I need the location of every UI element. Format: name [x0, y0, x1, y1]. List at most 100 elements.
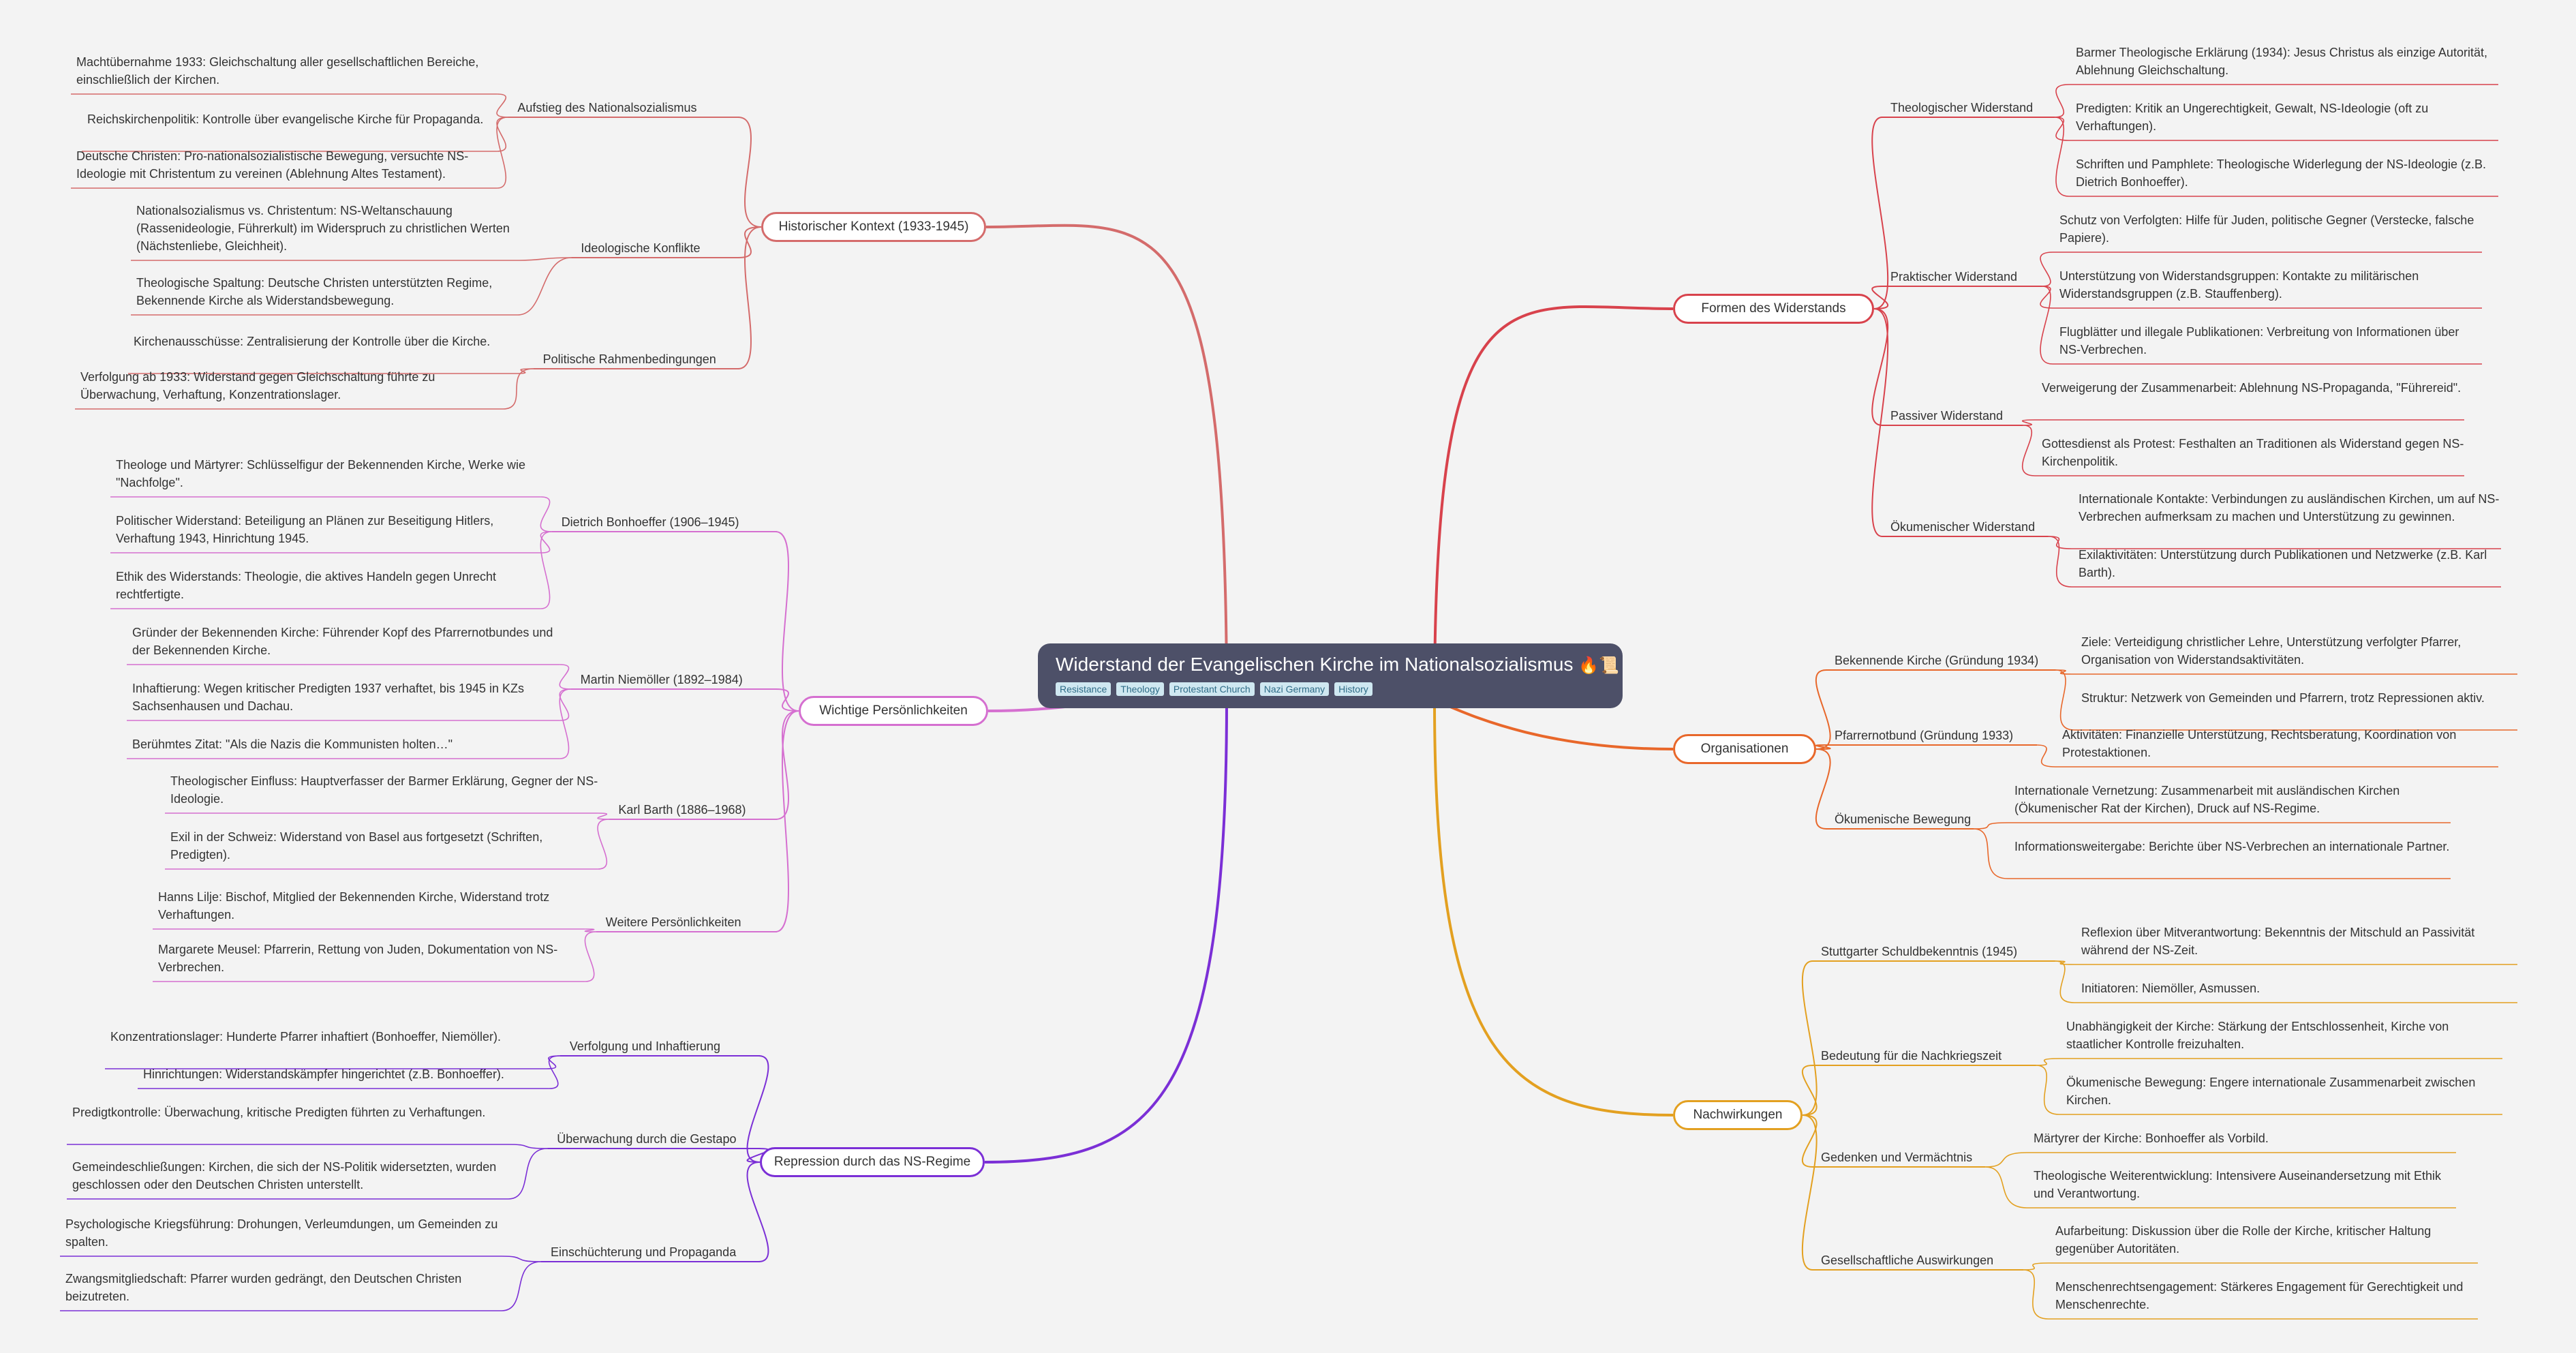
sub-dietrich-bonhoeffer-1906-1945[interactable]: Dietrich Bonhoeffer (1906–1945) [561, 515, 739, 529]
connector-leaf-sub-einschu-chterung-und-propaganda-1 [501, 1261, 542, 1311]
leaf-sub-weitere-perso-nlichkeiten-0[interactable]: Hanns Lilje: Bischof, Mitglied der Beken… [158, 890, 550, 922]
connector-root-repression [984, 701, 1228, 1164]
branch-nachwirkungen[interactable]: Nachwirkungen [1673, 1100, 1803, 1130]
leaf-sub-gedenken-und-verma-chtnis-0[interactable]: Märtyrer der Kirche: Bonhoeffer als Vorb… [2034, 1131, 2269, 1145]
leaf-sub-bedeutung-fu-r-die-nachkriegszeit-1[interactable]: Ökumenische Bewegung: Engere internation… [2066, 1076, 2476, 1107]
connector-leaf-sub-bedeutung-fu-r-die-nachkriegszeit-1 [2036, 1065, 2060, 1115]
leaf-sub-gedenken-und-verma-chtnis-1[interactable]: Theologische Weiterentwicklung: Intensiv… [2034, 1169, 2441, 1200]
leaf-sub-bedeutung-fu-r-die-nachkriegszeit-0[interactable]: Unabhängigkeit der Kirche: Stärkung der … [2066, 1020, 2449, 1051]
sub-aufstieg-des-nationalsozialismus[interactable]: Aufstieg des Nationalsozialismus [517, 101, 697, 115]
central-topic-title: Widerstand der Evangelischen Kirche im N… [1056, 652, 1619, 678]
leaf-sub-theologischer-widerstand-2[interactable]: Schriften und Pamphlete: Theologische Wi… [2076, 157, 2487, 189]
connector-leaf-sub-praktischer-widerstand-2 [2040, 286, 2053, 365]
sub-bedeutung-fu-r-die-nachkriegszeit[interactable]: Bedeutung für die Nachkriegszeit [1821, 1049, 2002, 1063]
sub-gesellschaftliche-auswirkungen[interactable]: Gesellschaftliche Auswirkungen [1821, 1253, 1994, 1267]
leaf-sub-dietrich-bonhoeffer-1906-1945-2[interactable]: Ethik des Widerstands: Theologie, die ak… [116, 570, 496, 601]
connector-sub-passiver-widerstand [1871, 308, 1888, 426]
leaf-sub-praktischer-widerstand-1[interactable]: Unterstützung von Widerstandsgruppen: Ko… [2059, 269, 2419, 301]
leaf-sub-u-berwachung-durch-die-gestapo-0[interactable]: Predigtkontrolle: Überwachung, kritische… [72, 1106, 486, 1119]
leaf-sub-o-kumenische-bewegung-1[interactable]: Informationsweitergabe: Berichte über NS… [2014, 840, 2450, 853]
branch-historisch[interactable]: Historischer Kontext (1933-1945) [761, 212, 986, 242]
central-topic[interactable]: Widerstand der Evangelischen Kirche im N… [1038, 643, 1623, 708]
leaf-sub-aufstieg-des-nationalsozialismus-1[interactable]: Reichskirchenpolitik: Kontrolle über eva… [87, 112, 484, 126]
sub-einschu-chterung-und-propaganda[interactable]: Einschüchterung und Propaganda [551, 1245, 737, 1259]
connector-leaf-sub-pfarrernotbund-gru-ndung-1933-0 [2036, 744, 2056, 767]
leaf-sub-stuttgarter-schuldbekenntnis-1945-1[interactable]: Initiatoren: Niemöller, Asmussen. [2081, 982, 2260, 995]
leaf-sub-o-kumenische-bewegung-0[interactable]: Internationale Vernetzung: Zusammenarbei… [2014, 784, 2400, 815]
leaf-sub-einschu-chterung-und-propaganda-1[interactable]: Zwangsmitgliedschaft: Pfarrer wurden ged… [65, 1272, 462, 1303]
leaf-sub-theologischer-widerstand-1[interactable]: Predigten: Kritik an Ungerechtigkeit, Ge… [2076, 102, 2429, 133]
leaf-sub-praktischer-widerstand-2[interactable]: Flugblätter und illegale Publikationen: … [2059, 325, 2459, 356]
tag-resistance[interactable]: Resistance [1056, 682, 1111, 696]
sub-u-berwachung-durch-die-gestapo[interactable]: Überwachung durch die Gestapo [557, 1132, 737, 1146]
sub-theologischer-widerstand[interactable]: Theologischer Widerstand [1890, 101, 2034, 115]
sub-bekennende-kirche-gru-ndung-1934[interactable]: Bekennende Kirche (Gründung 1934) [1835, 654, 2039, 667]
leaf-sub-aufstieg-des-nationalsozialismus-2[interactable]: Deutsche Christen: Pro-nationalsozialist… [76, 149, 469, 181]
tag-nazi-germany[interactable]: Nazi Germany [1259, 682, 1330, 696]
sub-o-kumenischer-widerstand[interactable]: Ökumenischer Widerstand [1890, 520, 2036, 534]
leaf-sub-o-kumenischer-widerstand-0[interactable]: Internationale Kontakte: Verbindungen zu… [2079, 492, 2500, 523]
leaf-sub-ideologische-konflikte-1[interactable]: Theologische Spaltung: Deutsche Christen… [136, 276, 493, 307]
tag-protestant-church[interactable]: Protestant Church [1169, 682, 1255, 696]
connector-leaf-sub-bedeutung-fu-r-die-nachkriegszeit-0 [2036, 1058, 2060, 1066]
sub-gedenken-und-verma-chtnis[interactable]: Gedenken und Vermächtnis [1821, 1151, 1973, 1164]
connector-sub-aufstieg-des-nationalsozialismus [737, 117, 762, 228]
connector-leaf-sub-o-kumenische-bewegung-1 [1973, 828, 2008, 879]
connector-leaf-sub-karl-barth-1886-1968-0 [597, 812, 609, 820]
sub-politische-rahmenbedingungen[interactable]: Politische Rahmenbedingungen [542, 352, 716, 366]
connector-sub-ideologische-konflikte [737, 226, 762, 258]
connector-leaf-sub-politische-rahmenbedingungen-0 [515, 368, 534, 374]
sub-karl-barth-1886-1968[interactable]: Karl Barth (1886–1968) [618, 803, 746, 817]
leaf-sub-o-kumenischer-widerstand-1[interactable]: Exilaktivitäten: Unterstützung durch Pub… [2079, 548, 2487, 579]
leaf-sub-passiver-widerstand-1[interactable]: Gottesdienst als Protest: Festhalten an … [2042, 437, 2464, 468]
leaf-sub-u-berwachung-durch-die-gestapo-1[interactable]: Gemeindeschließungen: Kirchen, die sich … [72, 1160, 497, 1191]
leaf-sub-dietrich-bonhoeffer-1906-1945-1[interactable]: Politischer Widerstand: Beteiligung an P… [116, 514, 494, 545]
tag-history[interactable]: History [1334, 682, 1373, 696]
leaf-sub-martin-niemo-ller-1892-1984-2[interactable]: Berühmtes Zitat: "Als die Nazis die Komm… [132, 738, 453, 751]
tag-theology[interactable]: Theology [1116, 682, 1164, 696]
leaf-sub-bekennende-kirche-gru-ndung-1934-0[interactable]: Ziele: Verteidigung christlicher Lehre, … [2081, 635, 2462, 667]
branch-formen[interactable]: Formen des Widerstands [1673, 294, 1874, 324]
leaf-sub-bekennende-kirche-gru-ndung-1934-1[interactable]: Struktur: Netzwerk von Gemeinden und Pfa… [2081, 691, 2485, 705]
leaf-sub-martin-niemo-ller-1892-1984-0[interactable]: Gründer der Bekennenden Kirche: Führende… [132, 626, 553, 657]
leaf-sub-politische-rahmenbedingungen-0[interactable]: Kirchenausschüsse: Zentralisierung der K… [134, 335, 491, 348]
connector-leaf-sub-martin-niemo-ller-1892-1984-1 [559, 688, 571, 721]
connector-leaf-sub-stuttgarter-schuldbekenntnis-1945-1 [2055, 960, 2075, 1003]
leaf-sub-ideologische-konflikte-0[interactable]: Nationalsozialismus vs. Christentum: NS-… [136, 204, 510, 253]
leaf-sub-dietrich-bonhoeffer-1906-1945-0[interactable]: Theologe und Märtyrer: Schlüsselfigur de… [116, 458, 525, 489]
sub-martin-niemo-ller-1892-1984[interactable]: Martin Niemöller (1892–1984) [580, 673, 743, 686]
leaf-sub-weitere-perso-nlichkeiten-1[interactable]: Margarete Meusel: Pfarrerin, Rettung von… [158, 943, 558, 974]
sub-weitere-perso-nlichkeiten[interactable]: Weitere Persönlichkeiten [605, 915, 741, 929]
branch-organisationen[interactable]: Organisationen [1673, 734, 1816, 764]
leaf-sub-stuttgarter-schuldbekenntnis-1945-0[interactable]: Reflexion über Mitverantwortung: Bekennt… [2081, 926, 2475, 957]
leaf-sub-gesellschaftliche-auswirkungen-1[interactable]: Menschenrechtsengagement: Stärkeres Enga… [2055, 1280, 2464, 1311]
connector-leaf-sub-gedenken-und-verma-chtnis-1 [1985, 1166, 2027, 1208]
leaf-sub-theologischer-widerstand-0[interactable]: Barmer Theologische Erklärung (1934): Je… [2076, 46, 2487, 77]
leaf-sub-karl-barth-1886-1968-0[interactable]: Theologischer Einfluss: Hauptverfasser d… [170, 774, 598, 806]
leaf-sub-gesellschaftliche-auswirkungen-0[interactable]: Aufarbeitung: Diskussion über die Rolle … [2055, 1224, 2432, 1256]
connector-leaf-sub-karl-barth-1886-1968-1 [597, 819, 609, 870]
branch-personen[interactable]: Wichtige Persönlichkeiten [799, 696, 988, 726]
connector-sub-verfolgung-und-inhaftierung [746, 1055, 769, 1163]
sub-stuttgarter-schuldbekenntnis-1945[interactable]: Stuttgarter Schuldbekenntnis (1945) [1821, 945, 2018, 958]
sub-passiver-widerstand[interactable]: Passiver Widerstand [1890, 409, 2004, 423]
leaf-sub-einschu-chterung-und-propaganda-0[interactable]: Psychologische Kriegsführung: Drohungen,… [65, 1217, 498, 1249]
leaf-sub-aufstieg-des-nationalsozialismus-0[interactable]: Machtübernahme 1933: Gleichschaltung all… [76, 55, 479, 87]
leaf-sub-politische-rahmenbedingungen-1[interactable]: Verfolgung ab 1933: Widerstand gegen Gle… [80, 370, 435, 401]
leaf-sub-karl-barth-1886-1968-1[interactable]: Exil in der Schweiz: Widerstand von Base… [170, 830, 543, 862]
connector-sub-bekennende-kirche-gru-ndung-1934 [1815, 669, 1831, 750]
connector-sub-theologischer-widerstand [1871, 117, 1889, 309]
leaf-sub-verfolgung-und-inhaftierung-0[interactable]: Konzentrationslager: Hunderte Pfarrer in… [110, 1030, 501, 1044]
sub-praktischer-widerstand[interactable]: Praktischer Widerstand [1890, 270, 2018, 284]
leaf-sub-martin-niemo-ller-1892-1984-1[interactable]: Inhaftierung: Wegen kritischer Predigten… [132, 682, 524, 713]
leaf-sub-pfarrernotbund-gru-ndung-1933-0[interactable]: Aktivitäten: Finanzielle Unterstützung, … [2062, 728, 2457, 759]
sub-verfolgung-und-inhaftierung[interactable]: Verfolgung und Inhaftierung [569, 1039, 721, 1053]
branch-repression[interactable]: Repression durch das NS-Regime [760, 1147, 985, 1177]
sub-pfarrernotbund-gru-ndung-1933[interactable]: Pfarrernotbund (Gründung 1933) [1835, 729, 2014, 742]
sub-ideologische-konflikte[interactable]: Ideologische Konflikte [581, 241, 701, 255]
leaf-sub-praktischer-widerstand-0[interactable]: Schutz von Verfolgten: Hilfe für Juden, … [2059, 213, 2474, 245]
sub-o-kumenische-bewegung[interactable]: Ökumenische Bewegung [1835, 812, 1972, 826]
connector-leaf-sub-verfolgung-und-inhaftierung-0 [546, 1055, 560, 1069]
leaf-sub-passiver-widerstand-0[interactable]: Verweigerung der Zusammenarbeit: Ablehnu… [2042, 381, 2462, 395]
leaf-sub-verfolgung-und-inhaftierung-1[interactable]: Hinrichtungen: Widerstandskämpfer hinger… [143, 1067, 504, 1081]
